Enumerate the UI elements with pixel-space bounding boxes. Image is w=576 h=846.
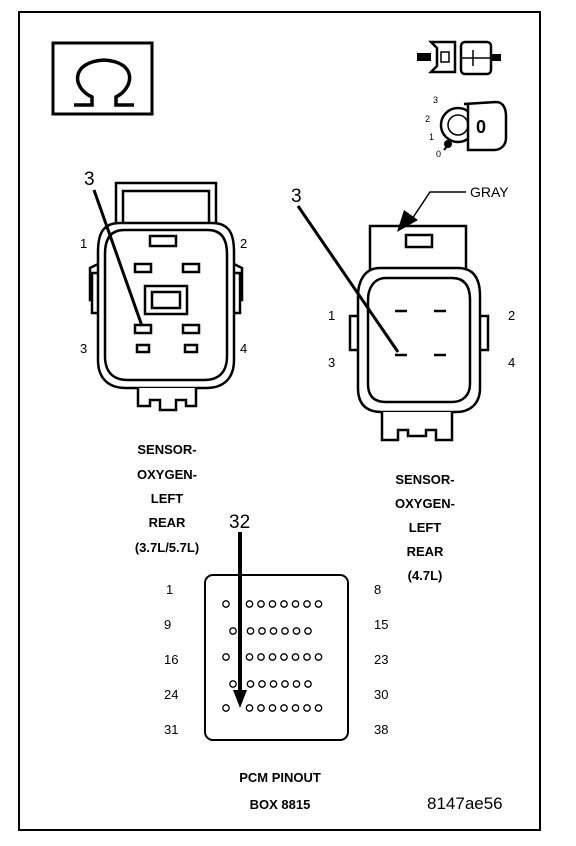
omega-icon bbox=[51, 41, 154, 116]
gray-label: GRAY bbox=[470, 184, 509, 200]
connector-a-pin-3: 3 bbox=[80, 341, 88, 356]
pcm-pin-24 bbox=[229, 680, 237, 688]
pcm-row-3-end: 23 bbox=[374, 652, 389, 667]
connector-b-drawing bbox=[348, 224, 490, 442]
key-position-2: 2 bbox=[425, 114, 431, 124]
connector-a-pin-1: 1 bbox=[80, 236, 88, 251]
pcm-row-1-end: 8 bbox=[374, 582, 382, 597]
pcm-pin-36 bbox=[291, 704, 300, 712]
ignition-key-icon bbox=[439, 100, 508, 152]
pcm-pin-21 bbox=[291, 653, 300, 661]
pcm-pin-23 bbox=[314, 653, 323, 661]
connector-b-title-line-1: SENSOR- bbox=[395, 472, 455, 487]
pcm-row-4-end: 30 bbox=[374, 687, 389, 702]
pcm-pin-15 bbox=[304, 627, 312, 635]
pcm-pin-4 bbox=[268, 600, 277, 608]
pcm-callout-arrowhead bbox=[233, 690, 247, 708]
pcm-pin-2 bbox=[245, 600, 254, 608]
connector-plug-icon bbox=[417, 40, 501, 76]
connector-a-callout: 3 bbox=[84, 169, 95, 190]
connector-b-title-line-2: OXYGEN- bbox=[395, 496, 455, 511]
pcm-row-2-end: 15 bbox=[374, 617, 389, 632]
pcm-title-line-2: BOX 8815 bbox=[249, 797, 311, 812]
pcm-pin-3 bbox=[257, 600, 265, 608]
pcm-pin-1 bbox=[222, 600, 230, 608]
figure-id: 8147ae56 bbox=[427, 794, 503, 813]
connector-a-pin-4: 4 bbox=[240, 341, 248, 356]
pcm-pin-9 bbox=[229, 627, 237, 635]
outer-border bbox=[18, 11, 541, 831]
pcm-row-2-start: 9 bbox=[164, 617, 172, 632]
connector-b-pin-1: 1 bbox=[328, 308, 336, 323]
connector-a-title-line-2: OXYGEN- bbox=[137, 467, 197, 482]
key-label: 0 bbox=[476, 117, 487, 137]
pcm-row-5-start: 31 bbox=[164, 722, 179, 737]
pcm-pin-17 bbox=[245, 653, 254, 661]
pcm-pin-10 bbox=[246, 627, 255, 635]
connector-a-drawing bbox=[88, 181, 244, 412]
pcm-pin-7 bbox=[303, 600, 311, 608]
pcm-pin-32 bbox=[245, 704, 254, 712]
pcm-callout: 32 bbox=[229, 512, 251, 533]
pcm-pin-27 bbox=[269, 680, 278, 688]
connector-b-callout-arrow bbox=[296, 205, 400, 353]
pcm-pin-11 bbox=[258, 627, 266, 635]
connector-b-title-line-4: REAR bbox=[406, 544, 444, 559]
pcm-row-5-end: 38 bbox=[374, 722, 389, 737]
pcm-pin-37 bbox=[303, 704, 311, 712]
connector-a-callout-arrow bbox=[92, 189, 144, 327]
pcm-pin-28 bbox=[281, 680, 289, 688]
pcm-pin-35 bbox=[280, 704, 288, 712]
connector-a-title-line-4: REAR bbox=[148, 515, 186, 530]
connector-a-pin-2: 2 bbox=[240, 236, 248, 251]
connector-a-title-line-5: (3.7L/5.7L) bbox=[134, 540, 200, 555]
connector-b-pin-4: 4 bbox=[508, 355, 516, 370]
pcm-pin-8 bbox=[314, 600, 323, 608]
pcm-pin-38 bbox=[314, 704, 323, 712]
pcm-pin-14 bbox=[292, 627, 301, 635]
pcm-pin-6 bbox=[291, 600, 300, 608]
pcm-row-4-start: 24 bbox=[164, 687, 179, 702]
pcm-pin-16 bbox=[222, 653, 230, 661]
pcm-pin-grid bbox=[222, 600, 323, 712]
pcm-pin-29 bbox=[292, 680, 301, 688]
key-position-0: 0 bbox=[436, 149, 442, 159]
pcm-pin-20 bbox=[280, 653, 288, 661]
pcm-pin-13 bbox=[281, 627, 289, 635]
pcm-pin-31 bbox=[222, 704, 230, 712]
gray-callout-leader bbox=[397, 191, 466, 232]
key-position-3: 3 bbox=[433, 95, 439, 105]
pcm-pin-12 bbox=[269, 627, 278, 635]
connector-b-pin-2: 2 bbox=[508, 308, 516, 323]
pcm-pin-34 bbox=[268, 704, 277, 712]
pcm-pin-18 bbox=[257, 653, 265, 661]
pcm-pin-5 bbox=[280, 600, 288, 608]
connector-a-title-line-1: SENSOR- bbox=[137, 442, 197, 457]
key-position-1: 1 bbox=[429, 132, 435, 142]
pcm-pin-33 bbox=[257, 704, 265, 712]
pcm-pin-25 bbox=[246, 680, 255, 688]
pcm-row-3-start: 16 bbox=[164, 652, 179, 667]
connector-b-callout: 3 bbox=[291, 186, 302, 207]
connector-b-title-line-3: LEFT bbox=[408, 520, 442, 535]
connector-b-title-line-5: (4.7L) bbox=[407, 568, 443, 583]
connector-b-pin-3: 3 bbox=[328, 355, 336, 370]
pcm-title-line-1: PCM PINOUT bbox=[239, 770, 321, 785]
pcm-pin-22 bbox=[303, 653, 311, 661]
connector-a-title-line-3: LEFT bbox=[150, 491, 184, 506]
pcm-pin-30 bbox=[304, 680, 312, 688]
pcm-pin-26 bbox=[258, 680, 266, 688]
pcm-pin-19 bbox=[268, 653, 277, 661]
pcm-row-1-start: 1 bbox=[166, 582, 174, 597]
